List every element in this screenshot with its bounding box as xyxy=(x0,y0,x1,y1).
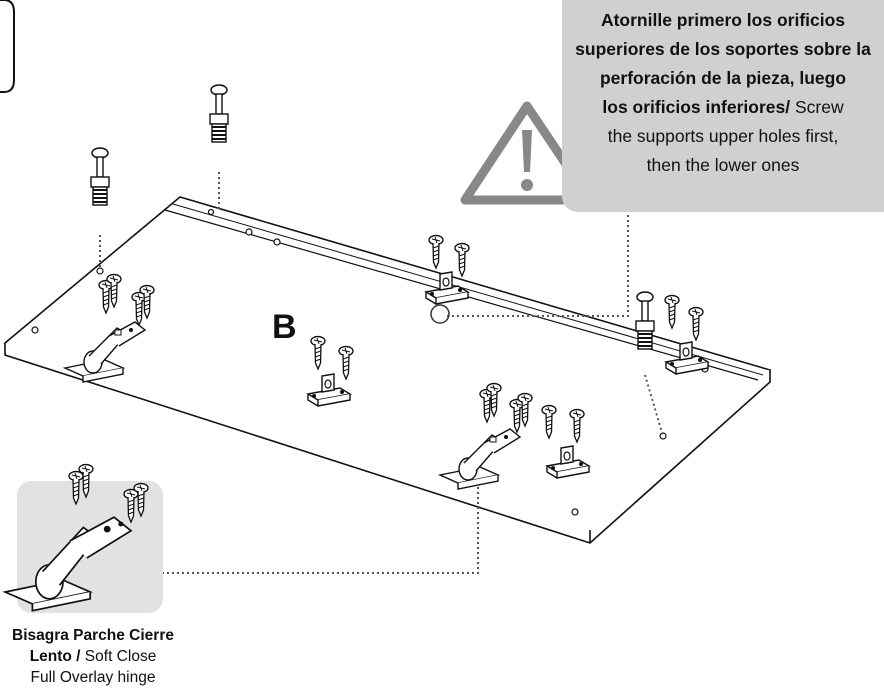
instruction-callout xyxy=(562,0,884,212)
hinge-caption-line-2-plain: Soft Close xyxy=(80,648,157,665)
note-line-4-plain: Screw xyxy=(790,97,844,117)
part-label: B xyxy=(272,308,297,346)
hinge-caption-line-2-bold: Lento / xyxy=(29,648,81,665)
note-line-4-bold: los orificios inferiores/ xyxy=(602,97,791,117)
hinge-detail xyxy=(2,463,163,613)
hinge-caption: Bisagra Parche Cierre Lento / Soft Close… xyxy=(2,625,184,688)
instruction-text: Atornille primero los orificios superior… xyxy=(562,6,884,180)
step-frame xyxy=(0,0,15,93)
note-line-1: Atornille primero los orificios xyxy=(600,10,846,30)
cam-lock-right xyxy=(635,291,655,350)
hinge-caption-line-1: Bisagra Parche Cierre xyxy=(12,627,174,644)
panel-b xyxy=(3,196,772,544)
cam-lock-top xyxy=(209,84,229,143)
hinge-caption-line-3: Full Overlay hinge xyxy=(30,669,156,686)
note-line-2: superiores de los soportes sobre la xyxy=(575,39,871,59)
note-line-5: the supports upper holes first, xyxy=(607,126,839,146)
note-line-3: perforación de la pieza, luego xyxy=(599,68,847,88)
warning-icon xyxy=(460,101,595,205)
note-line-6: then the lower ones xyxy=(646,155,800,175)
guide-lines xyxy=(99,172,664,574)
cam-lock-left xyxy=(90,147,110,206)
hole-highlight xyxy=(430,304,450,324)
